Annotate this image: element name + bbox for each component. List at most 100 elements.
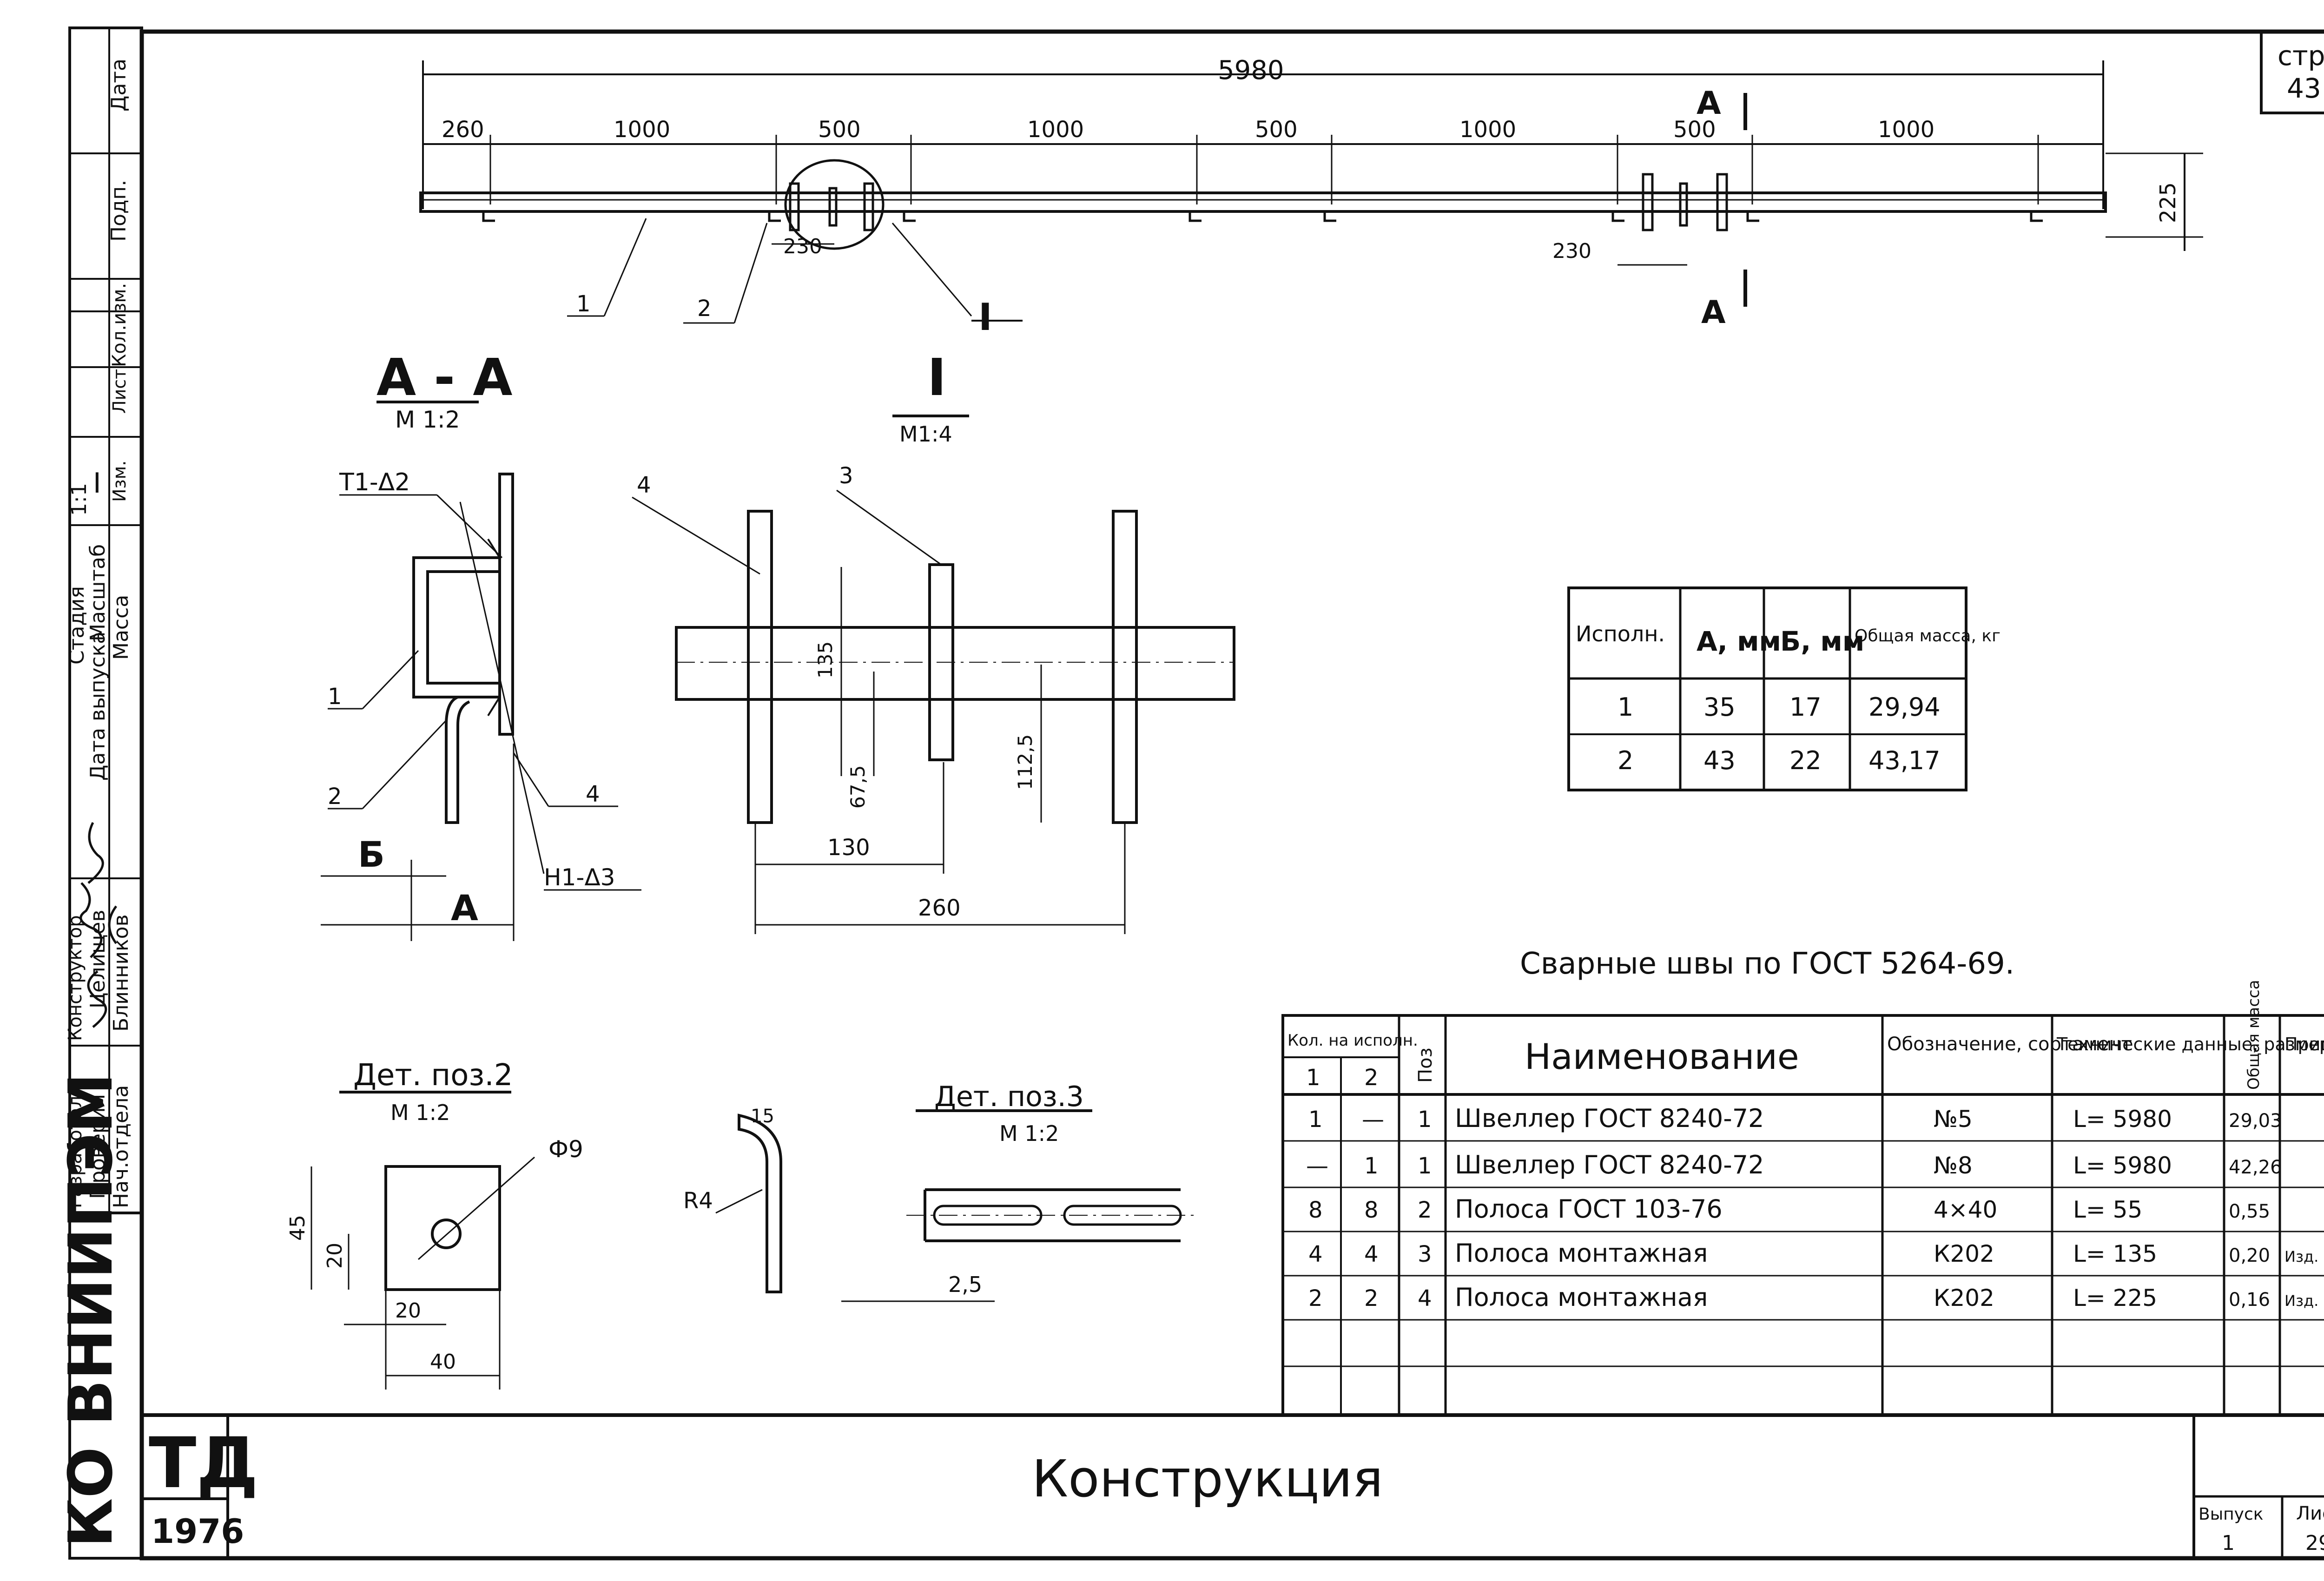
det2-45: 45 [286, 1215, 310, 1241]
sr3-mass: 0,20 [2229, 1245, 2270, 1266]
weld-top: Т1-Δ2 [339, 468, 410, 496]
callout-1: 1 [576, 291, 591, 317]
sh-qty1: 1 [1306, 1065, 1320, 1091]
dim-1000-d: 1000 [1878, 117, 1934, 143]
aa-callout-4: 4 [586, 781, 600, 807]
sh-qty2: 2 [1364, 1065, 1379, 1091]
sr4-note: Изд. ГЭМ [2284, 1292, 2324, 1310]
sr1-q1: — [1306, 1153, 1328, 1179]
detail-mark: I [978, 296, 992, 339]
left-label-designer: Разработал [65, 1096, 86, 1208]
left-stage-value: I [93, 467, 101, 500]
section-aa: А - А М 1:2 Т1-Δ2 Н1-Δ3 1 2 4 Б А [321, 348, 641, 941]
svg-text:43: 43 [2287, 72, 2321, 104]
svg-text:стр.: стр. [2278, 40, 2324, 72]
section-aa-scale: М 1:2 [395, 406, 460, 433]
dim-1000-a: 1000 [614, 117, 670, 143]
sh-name: Наименование [1525, 1036, 1799, 1077]
sr1-pos: 1 [1418, 1153, 1432, 1179]
sr3-q2: 4 [1364, 1241, 1379, 1267]
left-name-2: Блинников [109, 915, 133, 1032]
det3-25: 2,5 [948, 1272, 982, 1297]
det2-15: 15 [751, 1106, 774, 1127]
i-callout-3: 3 [839, 463, 853, 489]
sr4-tech: L= 225 [2073, 1285, 2157, 1311]
left-label-head: Нач.отдела [109, 1085, 133, 1208]
detail-i-scale: М1:4 [899, 422, 952, 447]
sr3-name: Полоса монтажная [1455, 1238, 1708, 1268]
sr0-des: №5 [1934, 1106, 1973, 1133]
weld-note: Сварные швы по ГОСТ 5264-69. [1520, 947, 2014, 981]
sh-pos: Поз [1415, 1047, 1436, 1083]
vt-r2-c1: 43 [1703, 746, 1736, 775]
dim-130: 130 [827, 835, 870, 861]
detail-i-title: I [927, 348, 946, 407]
page-number-box: стр. 43 [2260, 30, 2324, 114]
org-name: КО ВНИИПЭМ [55, 1073, 126, 1548]
sr2-des: 4×40 [1934, 1196, 1997, 1223]
tb-title: Конструкция [1032, 1449, 1383, 1509]
sr2-q2: 8 [1364, 1197, 1379, 1223]
left-label-data: Дата [107, 59, 131, 112]
left-label-kolizm: Кол.изм. [109, 283, 130, 367]
vt-r2-c2: 22 [1789, 746, 1822, 775]
sh-tech: Технические данные, размеры [2056, 1034, 2324, 1054]
sr0-q2: — [1362, 1107, 1384, 1133]
vt-r1-c0: 1 [1618, 692, 1633, 722]
tb-year: 1976 [151, 1512, 244, 1551]
top-view: 5980 260 1000 500 1000 500 1000 500 1000 [419, 55, 2203, 339]
left-name-1: Целищев [86, 910, 110, 1008]
dim-b: Б [358, 834, 385, 875]
sr0-mass: 29,03 [2229, 1110, 2282, 1132]
sr4-pos: 4 [1418, 1285, 1432, 1311]
sr1-name: Швеллер ГОСТ 8240-72 [1455, 1150, 1764, 1179]
det2-r4: R4 [683, 1188, 713, 1214]
sr3-note: Изд. ГЭМ [2284, 1248, 2324, 1265]
section-mark-bottom: А [1701, 294, 1726, 331]
sr4-mass: 0,16 [2229, 1289, 2270, 1311]
vt-h-b: Б, мм [1780, 626, 1864, 657]
beam-top [419, 191, 2107, 213]
vt-h-mass: Общая масса, кг [1855, 626, 2000, 646]
dim-230-a: 230 [783, 235, 822, 258]
sr0-tech: L= 5980 [2073, 1106, 2172, 1133]
tb-list: 29 [2305, 1531, 2324, 1555]
dim-112-5: 112,5 [1014, 734, 1037, 790]
spec-table: Кол. на исполн. 1 2 Поз Наименование Обо… [1281, 980, 2324, 1416]
vt-h-a: А, мм [1697, 626, 1781, 657]
tb-vypusk-label: Выпуск [2199, 1505, 2264, 1524]
tb-code: ТД [149, 1423, 258, 1504]
dim-135: 135 [814, 641, 837, 679]
weld-bottom: Н1-Δ3 [544, 864, 615, 891]
sr3-pos: 3 [1418, 1241, 1432, 1267]
det2-scale: М 1:2 [390, 1100, 450, 1125]
i-callout-4: 4 [637, 472, 651, 498]
sr3-q1: 4 [1308, 1241, 1323, 1267]
sh-mass: Общая масса [2245, 980, 2263, 1090]
left-label-podp: Подп. [107, 180, 131, 242]
sr1-des: №8 [1934, 1152, 1973, 1179]
signature [87, 905, 118, 1028]
left-strip: Дата Подп. Кол.изм. Лист Изм. Масса Дата… [55, 28, 142, 1548]
left-label-constructor: Конструктор [65, 915, 86, 1041]
left-label-massa: Масса [109, 595, 133, 660]
sr2-mass: 0,55 [2229, 1201, 2270, 1222]
left-label-scale: Масштаб [86, 544, 110, 641]
aa-callout-2: 2 [328, 784, 342, 810]
callout-2: 2 [697, 296, 712, 322]
channel-beam [675, 626, 1235, 701]
left-label-izm: Изм. [109, 461, 130, 502]
sr0-name: Швеллер ГОСТ 8240-72 [1455, 1104, 1764, 1133]
sr0-pos: 1 [1418, 1107, 1432, 1133]
dim-500-a: 500 [818, 117, 861, 143]
det2-hole: Ф9 [548, 1136, 583, 1163]
det2-20v: 20 [323, 1243, 347, 1269]
left-label-checked: Проверил [86, 1094, 110, 1199]
dim-overall: 5980 [1218, 55, 1284, 86]
section-mark-top: А [1697, 85, 1721, 122]
signature [79, 822, 104, 958]
left-scale-value: 1:1 [67, 483, 91, 516]
det2-40: 40 [430, 1350, 456, 1374]
dim-a: А [451, 887, 478, 929]
